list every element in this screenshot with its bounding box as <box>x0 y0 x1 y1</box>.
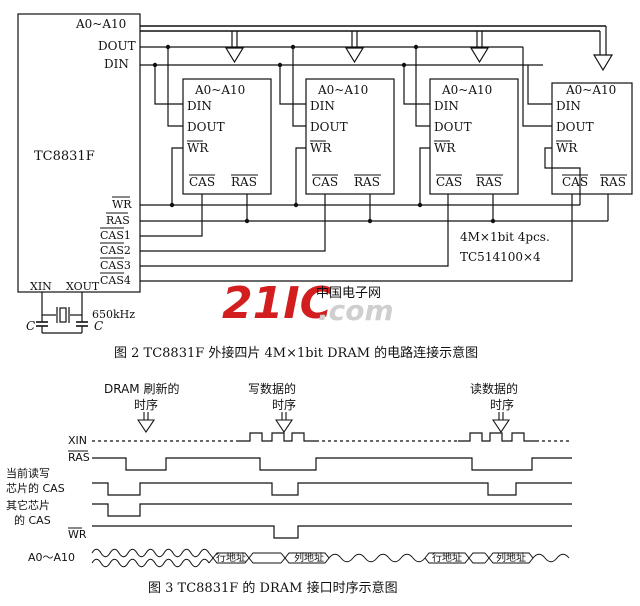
pin-addr-label: A0~A10 <box>75 17 126 31</box>
svg-text:WR: WR <box>434 141 456 155</box>
chip-1-labels: A0~A10 DIN DOUT WR CAS RAS <box>187 83 257 189</box>
svg-text:DIN: DIN <box>187 99 212 113</box>
svg-text:21IC: 21IC <box>222 278 332 329</box>
row-addr-2: 行地址 <box>432 551 462 564</box>
sig-cur-label-1: 当前读写 <box>6 466 50 480</box>
controller-box <box>17 13 141 293</box>
addr-drop-3 <box>469 31 490 64</box>
svg-text:CAS: CAS <box>312 175 338 189</box>
read-label-2: 时序 <box>490 397 514 412</box>
addr-drop-1 <box>224 31 245 64</box>
svg-text:A0~A10: A0~A10 <box>565 83 616 97</box>
write-label-1: 写数据的 <box>248 381 296 396</box>
svg-text:RAS: RAS <box>354 175 380 189</box>
addr-drop-4 <box>592 26 614 72</box>
pin-xout-label: XOUT <box>66 280 100 293</box>
pin-din-label: DIN <box>104 57 129 71</box>
sig-other-label-1: 其它芯片 <box>6 498 50 512</box>
dram-chip-2 <box>305 78 395 195</box>
addr-bus-wave <box>91 548 570 568</box>
crystal-circuit <box>36 292 88 334</box>
pin-cas4-label: CAS4 <box>100 274 131 287</box>
svg-text:A0~A10: A0~A10 <box>194 83 245 97</box>
pin-dout-label: DOUT <box>98 39 136 53</box>
svg-text:CAS: CAS <box>562 175 588 189</box>
svg-text:DOUT: DOUT <box>187 120 225 134</box>
cap-label-2: C <box>94 319 103 333</box>
svg-text:.com: .com <box>318 294 394 327</box>
svg-text:CAS: CAS <box>436 175 462 189</box>
svg-text:CAS: CAS <box>189 175 215 189</box>
row-addr-1: 行地址 <box>216 551 246 564</box>
col-addr-1: 列地址 <box>294 551 324 564</box>
figure-2-caption: 图 2 TC8831F 外接四片 4M×1bit DRAM 的电路连接示意图 <box>114 345 478 361</box>
dram-chip-4 <box>551 82 633 195</box>
pin-cas2-label: CAS2 <box>100 244 131 257</box>
chip-4-labels: A0~A10 DIN DOUT WR CAS RAS <box>556 83 626 189</box>
svg-text:DOUT: DOUT <box>434 120 472 134</box>
dram-chip-1 <box>182 78 272 195</box>
svg-text:中国电子网: 中国电子网 <box>316 286 381 301</box>
memory-note-2: TC514100×4 <box>460 250 541 264</box>
figure-3-caption: 图 3 TC8831F 的 DRAM 接口时序示意图 <box>148 580 398 596</box>
read-label-1: 读数据的 <box>470 381 518 396</box>
sig-addr-label: A0～A10 <box>28 551 75 564</box>
svg-text:WR: WR <box>187 141 209 155</box>
crystal-freq: 650kHz <box>92 308 135 321</box>
svg-text:DIN: DIN <box>434 99 459 113</box>
pin-wr-label: WR <box>112 198 132 211</box>
pin-xin-label: XIN <box>30 280 52 293</box>
pin-cas3-label: CAS3 <box>100 259 131 272</box>
addr-drop-2 <box>344 31 365 64</box>
timing-arrows <box>136 412 511 433</box>
sig-cur-label-2: 芯片的 CAS <box>6 481 65 495</box>
svg-text:RAS: RAS <box>231 175 257 189</box>
figure-2-circuit <box>17 13 633 334</box>
svg-text:A0~A10: A0~A10 <box>441 83 492 97</box>
sig-xin-label: XIN <box>68 434 87 447</box>
svg-text:WR: WR <box>556 141 578 155</box>
chip-3-labels: A0~A10 DIN DOUT WR CAS RAS <box>434 83 502 189</box>
write-label-2: 时序 <box>272 397 296 412</box>
cap-label-1: C <box>26 319 35 333</box>
figure-3-timing: DRAM 刷新的 时序 写数据的 时序 读数据的 时序 XIN RAS 当前读写… <box>6 381 572 596</box>
dram-chip-3 <box>429 78 519 195</box>
chip-2-labels: A0~A10 DIN DOUT WR CAS RAS <box>310 83 380 189</box>
svg-text:RAS: RAS <box>476 175 502 189</box>
refresh-label-2: 时序 <box>134 397 158 412</box>
sig-ras-label: RAS <box>68 451 90 464</box>
sig-wr-label: WR <box>68 528 87 541</box>
sig-other-label-2: 的 CAS <box>14 513 51 527</box>
memory-note-1: 4M×1bit 4pcs. <box>460 230 550 244</box>
watermark-logo: 21IC 中国电子网 .com <box>222 278 394 329</box>
refresh-label-1: DRAM 刷新的 <box>104 381 179 396</box>
svg-text:DOUT: DOUT <box>556 120 594 134</box>
svg-text:DIN: DIN <box>556 99 581 113</box>
svg-text:DIN: DIN <box>310 99 335 113</box>
svg-text:RAS: RAS <box>600 175 626 189</box>
svg-text:DOUT: DOUT <box>310 120 348 134</box>
svg-text:WR: WR <box>310 141 332 155</box>
pin-cas1-label: CAS1 <box>100 229 131 242</box>
col-addr-2: 列地址 <box>496 551 526 564</box>
pin-ras-label: RAS <box>106 214 130 227</box>
svg-text:A0~A10: A0~A10 <box>317 83 368 97</box>
controller-name: TC8831F <box>34 149 95 164</box>
address-bus <box>140 25 614 72</box>
